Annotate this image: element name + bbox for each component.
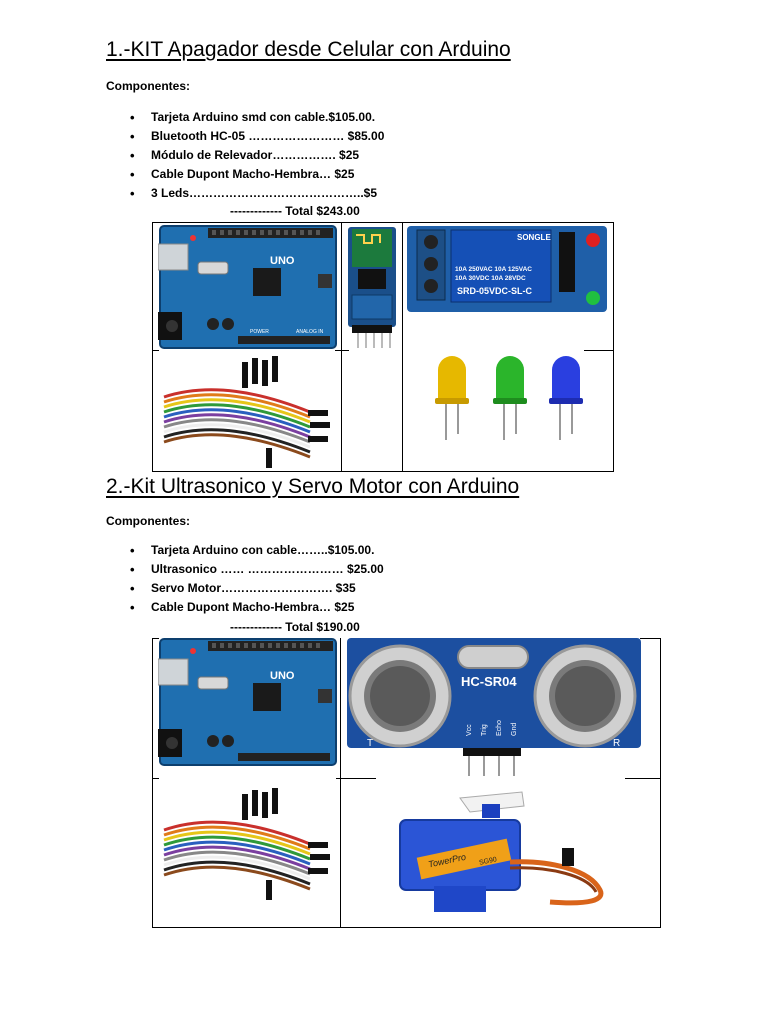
svg-text:R: R [613,738,620,749]
list-item: Módulo de Relevador……………. $25 [106,146,436,165]
section1-components-label: Componentes: [106,79,190,93]
svg-text:Echo: Echo [496,720,503,736]
section2-components-label: Componentes: [106,514,190,528]
grid-divider [336,778,376,779]
grid-divider [152,350,159,351]
bluetooth-hc05-image [344,225,400,350]
grid-divider [340,638,341,928]
svg-text:SG90: SG90 [479,856,498,867]
svg-text:ANALOG IN: ANALOG IN [296,329,324,335]
list-item: Cable Dupont Macho-Hembra… $25 [106,598,436,617]
grid-divider [341,222,342,472]
svg-text:SRD-05VDC-SL-C: SRD-05VDC-SL-C [457,286,533,296]
grid-divider [152,927,661,928]
list-item: Tarjeta Arduino con cable……..$105.00. [106,541,436,560]
list-item: Bluetooth HC-05 …………………… $85.00 [106,127,436,146]
section1-title: 1.-KIT Apagador desde Celular con Arduin… [106,38,511,61]
uno-board-label: UNO [270,670,295,682]
uno-board-label: UNO [270,255,295,267]
grid-divider [625,778,661,779]
grid-divider [152,638,153,928]
section1-image-grid [152,222,614,472]
svg-text:10A 250VAC 10A 125VAC: 10A 250VAC 10A 125VAC [455,266,532,273]
svg-text:POWER: POWER [250,329,269,335]
grid-divider [152,778,159,779]
dupont-cable-image [160,782,338,902]
servo-motor-image: TowerPro SG90 [390,790,620,920]
list-item: Tarjeta Arduino smd con cable.$105.00. [106,108,436,127]
section2-title: 2.-Kit Ultrasonico y Servo Motor con Ard… [106,475,520,498]
section2-total: ------------- Total $190.00 [230,620,360,634]
list-item: Servo Motor………………………. $35 [106,579,436,598]
grid-divider [335,350,349,351]
relay-module-image: SONGLE 10A 250VAC 10A 125VAC 10A 30VDC 1… [405,224,610,314]
section2-component-list: Tarjeta Arduino con cable……..$105.00. Ul… [106,541,436,617]
list-item: Cable Dupont Macho-Hembra… $25 [106,165,436,184]
svg-text:Gnd: Gnd [511,723,518,736]
svg-text:Trig: Trig [481,724,488,736]
grid-divider [584,350,614,351]
dupont-cable-image [160,352,338,470]
section1-total: ------------- Total $243.00 [230,204,360,218]
grid-divider [660,638,661,928]
svg-text:T: T [367,738,373,749]
ultrasonic-sensor-image: HC-SR04 T R Vcc Trig Echo Gnd [345,636,643,778]
list-item: 3 Leds……………………………………..$5 [106,184,436,203]
leds-image [420,352,600,452]
svg-text:10A 30VDC 10A 28VDC: 10A 30VDC 10A 28VDC [455,275,526,282]
list-item: Ultrasonico …… …………………… $25.00 [106,560,436,579]
grid-divider [152,638,159,639]
relay-brand: SONGLE [517,233,551,242]
sensor-model: HC-SR04 [461,674,517,689]
grid-divider [402,222,403,472]
arduino-uno-image: UNO [158,637,338,767]
arduino-uno-image: UNO POWER ANALOG IN [158,224,338,350]
svg-text:Vcc: Vcc [466,724,473,736]
grid-divider [640,638,661,639]
section1-component-list: Tarjeta Arduino smd con cable.$105.00. B… [106,108,436,203]
